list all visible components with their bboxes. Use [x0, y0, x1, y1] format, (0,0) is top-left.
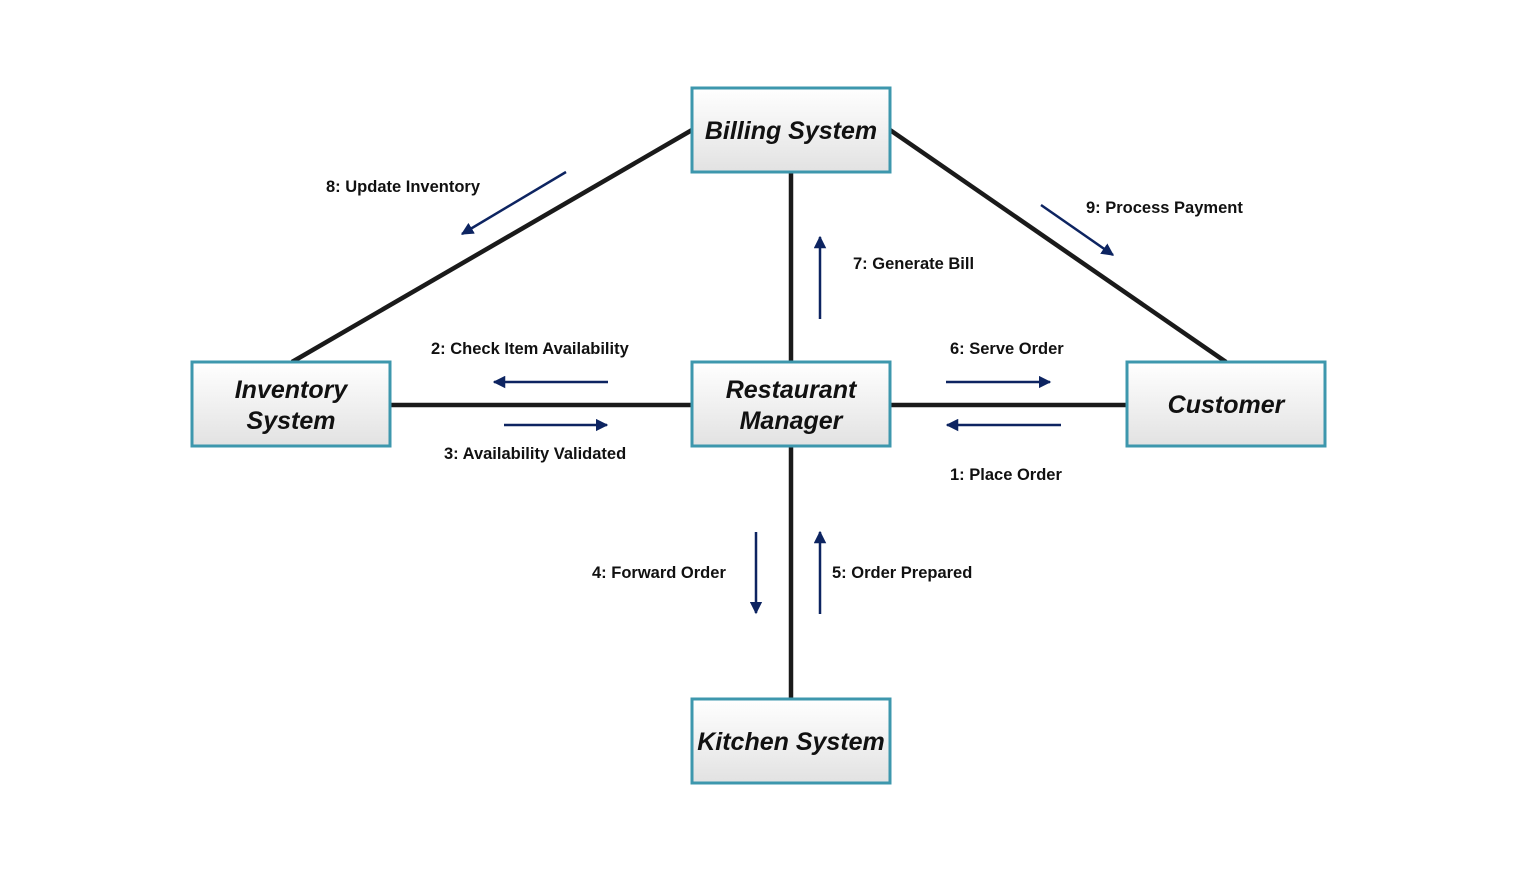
- node-kitchen-system[interactable]: Kitchen System: [690, 697, 892, 785]
- arrow-m8-update-inventory: [460, 170, 567, 236]
- billing-system-box: [690, 86, 892, 174]
- msg-label-m4: 4: Forward Order: [592, 564, 726, 582]
- kitchen-system-label: Kitchen System: [697, 728, 885, 756]
- customer-box: [1125, 360, 1327, 448]
- node-inventory-system[interactable]: Inventory System: [190, 360, 392, 448]
- inventory-system-box: [190, 360, 392, 448]
- msg-label-m5: 5: Order Prepared: [832, 564, 972, 582]
- msg-label-m6: 6: Serve Order: [950, 340, 1064, 358]
- msg-label-m8: 8: Update Inventory: [326, 178, 481, 196]
- restaurant-manager-label-line2: Manager: [740, 407, 844, 435]
- msg-label-m1: 1: Place Order: [950, 466, 1062, 484]
- node-billing-system[interactable]: Billing System: [690, 86, 892, 174]
- msg-label-m7: 7: Generate Bill: [853, 255, 974, 273]
- restaurant-manager-label-line1: Restaurant: [726, 376, 858, 404]
- msg-label-m3: 3: Availability Validated: [444, 445, 626, 463]
- msg-label-m9: 9: Process Payment: [1086, 199, 1243, 217]
- link-billing-inventory: [290, 128, 694, 364]
- message-arrows: [460, 170, 1115, 615]
- billing-system-label: Billing System: [705, 117, 877, 145]
- kitchen-system-box: [690, 697, 892, 785]
- association-links: [290, 128, 1228, 699]
- inventory-system-label-line2: System: [247, 407, 336, 435]
- message-labels: 8: Update Inventory 9: Process Payment 7…: [326, 178, 1243, 582]
- node-restaurant-manager[interactable]: Restaurant Manager: [690, 360, 892, 448]
- inventory-system-label-line1: Inventory: [235, 376, 349, 404]
- restaurant-manager-box: [690, 360, 892, 448]
- customer-label: Customer: [1168, 391, 1286, 419]
- link-billing-customer: [888, 128, 1228, 364]
- arrow-m9-process-payment: [1040, 203, 1115, 257]
- msg-label-m2: 2: Check Item Availability: [431, 340, 630, 358]
- node-customer[interactable]: Customer: [1125, 360, 1327, 448]
